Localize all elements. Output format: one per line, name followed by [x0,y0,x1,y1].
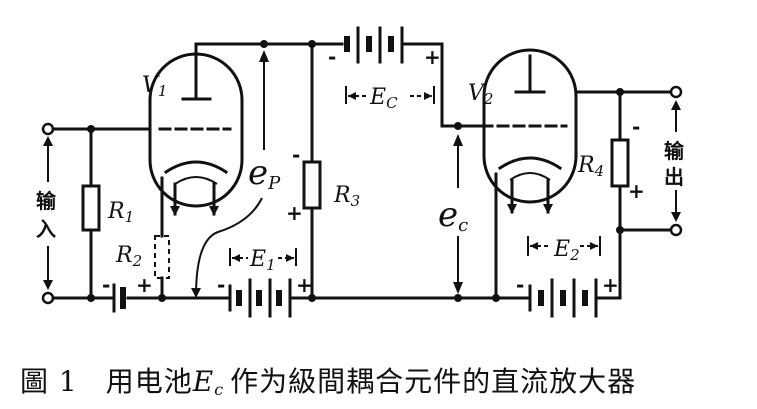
battery-e2 [528,278,598,318]
r1-label: R1 [107,199,134,226]
junction [260,40,268,48]
r4-plus: + [628,179,645,203]
r4-minus: - [632,115,640,139]
ec-minus: - [328,45,336,69]
tube-v2 [482,48,578,300]
junction [454,122,462,130]
output-terminal-top [669,85,683,99]
battery-ec [344,26,404,64]
figure-caption: 圖 1 用电池Ec 作为級間耦合元件的直流放大器 [20,360,740,400]
ep-voltage-arrow [259,50,269,150]
caption-figure-number: 圖 1 [20,365,78,398]
e2-dimension [527,236,601,256]
battery-e1 [228,278,292,318]
r3-label: R3 [333,183,360,210]
input-label-2: 入 [36,217,56,241]
bias-battery [112,283,164,313]
resistor-r4 [610,138,630,188]
r4-label: R4 [577,153,604,180]
e1-label: E1 [249,247,276,274]
e1-dimension [229,248,297,266]
caption-symbol: E [192,365,215,398]
ep-label: eP [248,153,281,194]
e2-plus: + [602,273,619,297]
output-terminal-bottom [669,223,683,237]
output-label-1: 输 [664,139,685,163]
v1-label: V1 [142,73,167,100]
input-label-1: 输 [36,189,57,213]
ec-battery-label: EC [369,85,398,112]
input-arrow [43,136,53,290]
tube-v1 [148,42,244,217]
e1-plus: + [296,273,313,297]
caption-symbol-sub: c [214,380,225,399]
caption-text-before: 用电池 [105,365,193,398]
output-label-2: 出 [664,165,684,189]
bias-plus: + [136,273,153,297]
ec-voltage-label: ec [438,195,468,236]
r2-label: R2 [115,243,142,270]
e2-label: E2 [553,237,580,264]
resistor-r3 [302,160,322,210]
ec-plus: + [424,45,441,69]
e1-minus: - [217,273,225,297]
ep-minus: - [292,143,300,167]
ep-curve [195,197,263,297]
e2-minus: - [516,273,524,297]
junction [454,294,462,302]
ep-curve-arrowhead [191,288,201,298]
r3-plus: + [286,201,303,225]
junction [87,294,95,302]
output-arrow [671,100,681,222]
ec-voltage-arrow [453,134,463,294]
ec-dimension [345,86,435,104]
resistor-r1 [81,184,101,232]
resistor-r2 [154,235,170,279]
caption-text-after: 作为級間耦合元件的直流放大器 [230,365,637,398]
bias-minus: - [102,273,110,297]
v2-label: V2 [468,81,493,108]
